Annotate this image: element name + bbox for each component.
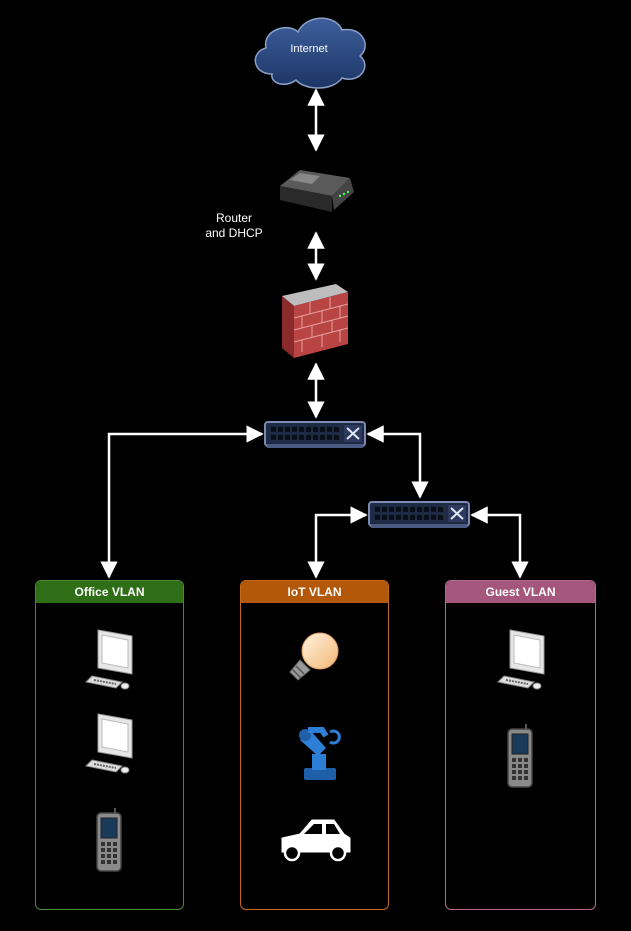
switch-office-link [100,425,264,579]
router-label: Router and DHCP [186,211,282,241]
switch2-iot-link [307,506,368,579]
core-switch-icon [264,421,366,449]
iot-vlan-group: IoT VLAN [240,580,389,910]
distribution-switch-icon [368,501,470,529]
office-vlan-header: Office VLAN [36,581,183,603]
lightbulb-icon [289,632,339,681]
firewall-icon [282,284,349,358]
guest-vlan-group: Guest VLAN [445,580,596,910]
router-label-line2: and DHCP [205,226,263,240]
robot-arm-icon [299,727,341,780]
cloud-icon [254,17,366,89]
car-icon [281,819,351,862]
iot-vlan-header: IoT VLAN [241,581,388,603]
switch2-guest-link [470,506,529,579]
router-icon [280,170,354,212]
office-vlan-group: Office VLAN [35,580,184,910]
guest-vlan-header: Guest VLAN [446,581,595,603]
connectors [100,88,529,579]
router-label-line1: Router [215,211,253,225]
switch-switch2-link [366,425,429,499]
internet-label: Internet [290,43,328,55]
